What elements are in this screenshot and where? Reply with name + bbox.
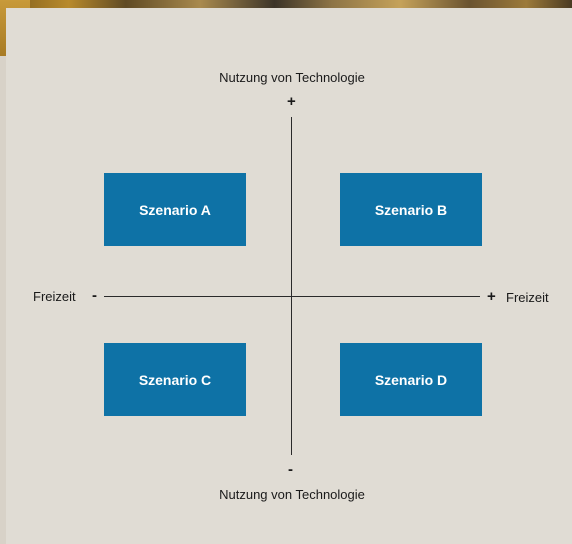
left-axis-sign: -: [92, 287, 97, 304]
left-axis-label: Freizeit: [33, 289, 76, 304]
vertical-axis: [291, 117, 292, 455]
scenario-a-box: Szenario A: [104, 173, 246, 246]
bottom-axis-sign: -: [288, 461, 293, 478]
horizontal-axis: [104, 296, 480, 297]
scenario-d-box: Szenario D: [340, 343, 482, 416]
top-axis-sign: +: [287, 93, 296, 110]
right-axis-label: Freizeit: [506, 290, 549, 305]
top-axis-label: Nutzung von Technologie: [219, 70, 365, 85]
scenario-a-label: Szenario A: [139, 201, 211, 218]
diagram-panel: [6, 8, 572, 544]
scenario-b-box: Szenario B: [340, 173, 482, 246]
scenario-b-label: Szenario B: [374, 201, 448, 218]
scenario-c-label: Szenario C: [138, 371, 212, 388]
bottom-axis-label: Nutzung von Technologie: [219, 487, 365, 502]
scenario-d-label: Szenario D: [374, 371, 448, 388]
right-axis-sign: +: [487, 288, 496, 305]
scenario-c-box: Szenario C: [104, 343, 246, 416]
